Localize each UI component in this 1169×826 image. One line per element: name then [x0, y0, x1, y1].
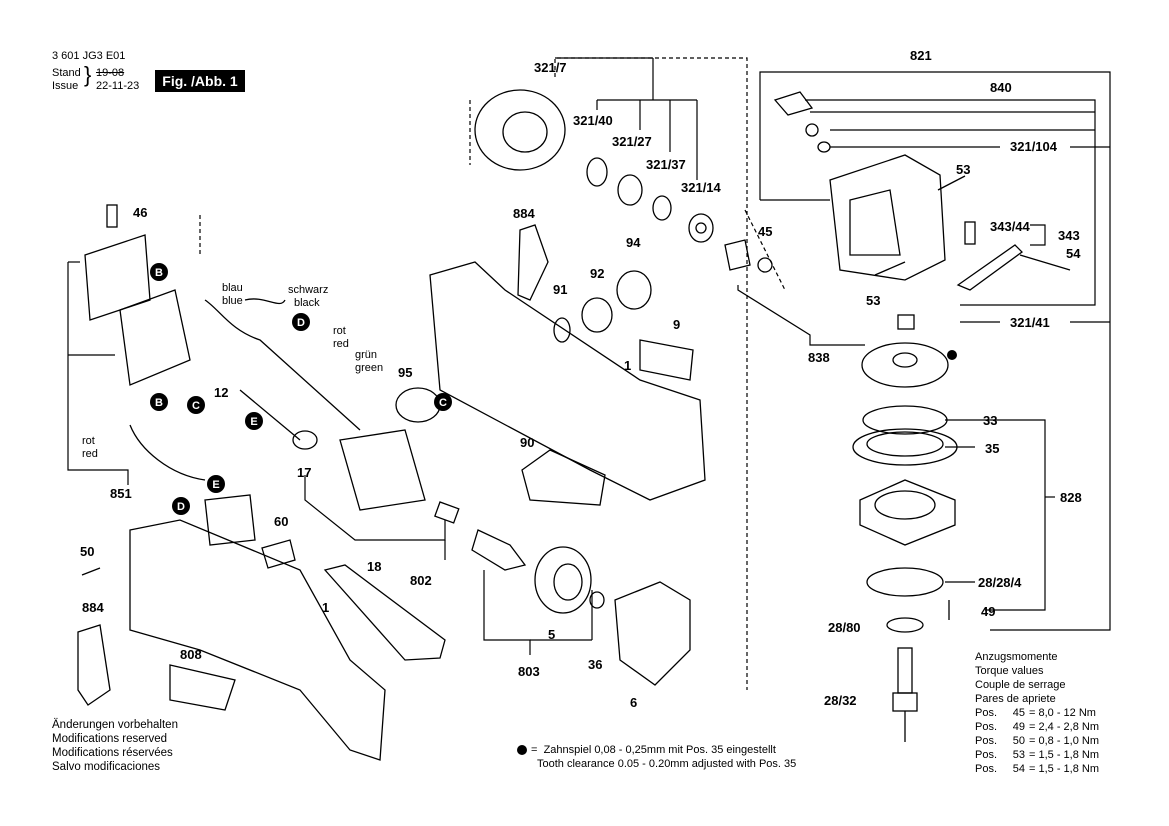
part-321-27: 321/27 — [612, 134, 652, 149]
part-60: 60 — [274, 514, 288, 529]
part-54: 54 — [1066, 246, 1081, 261]
part-6: 6 — [630, 695, 637, 710]
part-821: 821 — [910, 48, 932, 63]
part-1-upper: 1 — [624, 358, 631, 373]
part-321-14: 321/14 — [681, 180, 722, 195]
torque-row: Pos.54= 1,5 - 1,8 Nm — [975, 763, 1100, 775]
part-840: 840 — [990, 80, 1012, 95]
bullet-dot-icon — [517, 745, 527, 756]
handle-housing — [129, 519, 386, 761]
note-de: Änderungen vorbehalten — [52, 719, 178, 731]
part-5: 5 — [548, 627, 555, 642]
torque-title-fr: Couple de serrage — [975, 679, 1066, 691]
footnote-eq: = — [531, 744, 538, 756]
part-343-44: 343/44 — [990, 219, 1031, 234]
part-28-80: 28/80 — [828, 620, 861, 635]
figure-label: Fig. /Abb. 1 — [155, 70, 245, 92]
wire-rot-1: rot — [333, 325, 346, 337]
part-321-7: 321/7 — [534, 60, 567, 75]
part-321-104: 321/104 — [1010, 139, 1058, 154]
part-18: 18 — [367, 559, 381, 574]
connector-c-1: C — [192, 400, 200, 412]
modification-notes: Änderungen vorbehalten Modifications res… — [52, 718, 178, 774]
part-50: 50 — [80, 544, 94, 559]
part-49: 49 — [981, 604, 995, 619]
part-802: 802 — [410, 573, 432, 588]
wire-rot-2: rot — [82, 435, 95, 447]
part-884-bottom: 884 — [82, 600, 104, 615]
wire-blau: blau — [222, 282, 243, 294]
wire-red-1: red — [333, 338, 349, 350]
wire-red-2: red — [82, 448, 98, 460]
connector-e-1: E — [250, 416, 257, 428]
new-date: 22-11-23 — [96, 80, 140, 92]
tooth-clearance-note: = Zahnspiel 0,08 - 0,25mm mit Pos. 35 ei… — [517, 743, 796, 771]
wire-labels: blau blue schwarz black rot red grün gre… — [82, 282, 383, 460]
wire-gruen: grün — [355, 349, 377, 361]
torque-row: Pos.53= 1,5 - 1,8 Nm — [975, 749, 1100, 761]
part-321-40: 321/40 — [573, 113, 613, 128]
part-828: 828 — [1060, 490, 1082, 505]
wire-black: black — [294, 297, 320, 309]
part-45: 45 — [758, 224, 772, 239]
part-808: 808 — [180, 647, 202, 662]
part-33: 33 — [983, 413, 997, 428]
connector-d-2: D — [177, 501, 185, 513]
torque-table: Anzugsmomente Torque values Couple de se… — [975, 650, 1105, 776]
part-53-bottom: 53 — [866, 293, 880, 308]
part-17: 17 — [297, 465, 311, 480]
brace-glyph: } — [84, 62, 92, 87]
guard-top — [474, 89, 566, 171]
part-321-37: 321/37 — [646, 157, 686, 172]
part-90: 90 — [520, 435, 534, 450]
part-labels: 321/7 821 840 321/40 321/27 321/37 321/1… — [80, 48, 1082, 710]
part-94: 94 — [626, 235, 641, 250]
stand-label: Stand — [52, 67, 81, 79]
torque-row: Pos.50= 0,8 - 1,0 Nm — [975, 735, 1100, 747]
doc-number: 3 601 JG3 E01 — [52, 50, 126, 62]
old-date: 19-08 — [96, 67, 125, 79]
part-851: 851 — [110, 486, 132, 501]
connector-d-1: D — [297, 317, 305, 329]
part-1-lower: 1 — [322, 600, 329, 615]
torque-title-es: Pares de apriete — [975, 693, 1056, 705]
note-fr: Modifications réservées — [52, 747, 173, 759]
motor-housing — [429, 261, 706, 501]
connector-markers: B B C C D D E E — [150, 263, 452, 515]
footnote-line1: Zahnspiel 0,08 - 0,25mm mit Pos. 35 eing… — [543, 744, 776, 756]
part-803: 803 — [518, 664, 540, 679]
part-343: 343 — [1058, 228, 1080, 243]
part-92: 92 — [590, 266, 604, 281]
connector-c-2: C — [439, 397, 447, 409]
clearance-marker — [947, 350, 957, 360]
part-53-top: 53 — [956, 162, 970, 177]
footnote-line2: Tooth clearance 0.05 - 0.20mm adjusted w… — [537, 758, 797, 770]
part-321-41: 321/41 — [1010, 315, 1050, 330]
torque-row: Pos.45= 8,0 - 12 Nm — [975, 707, 1096, 719]
connector-b-1: B — [155, 267, 163, 279]
part-28-32: 28/32 — [824, 693, 857, 708]
issue-label: Issue — [52, 80, 79, 92]
wire-green: green — [355, 362, 383, 374]
part-36: 36 — [588, 657, 602, 672]
part-46: 46 — [133, 205, 147, 220]
torque-title-de: Anzugsmomente — [975, 651, 1058, 663]
part-35: 35 — [985, 441, 999, 456]
part-884-top: 884 — [513, 206, 535, 221]
connector-e-2: E — [212, 479, 219, 491]
note-en: Modifications reserved — [52, 733, 168, 745]
part-28-28-4: 28/28/4 — [978, 575, 1022, 590]
part-91: 91 — [553, 282, 567, 297]
part-95: 95 — [398, 365, 412, 380]
torque-row: Pos.49= 2,4 - 2,8 Nm — [975, 721, 1100, 733]
wire-schwarz: schwarz — [288, 284, 328, 296]
part-9: 9 — [673, 317, 680, 332]
torque-title-en: Torque values — [975, 665, 1044, 677]
part-838: 838 — [808, 350, 830, 365]
connector-b-2: B — [155, 397, 163, 409]
wire-blue: blue — [222, 295, 243, 307]
note-es: Salvo modificaciones — [52, 761, 161, 773]
part-12: 12 — [214, 385, 228, 400]
